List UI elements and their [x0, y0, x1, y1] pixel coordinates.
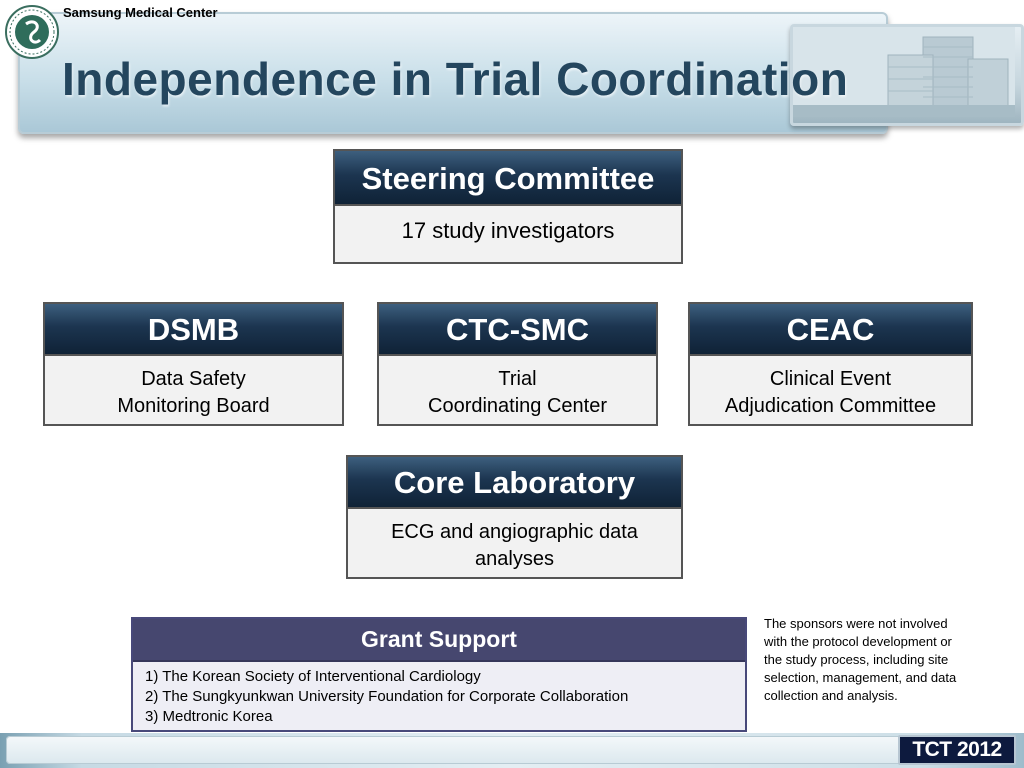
core-laboratory-body: ECG and angiographic data analyses	[348, 509, 681, 573]
dsmb-title: DSMB	[45, 304, 342, 356]
steering-committee-body: 17 study investigators	[335, 206, 681, 244]
grant-support-list: 1) The Korean Society of Interventional …	[133, 662, 745, 727]
title-banner	[18, 12, 888, 134]
core-laboratory-line-1: ECG and angiographic data	[391, 521, 638, 543]
dsmb-line-1: Data Safety	[141, 368, 246, 390]
ceac-line-1: Clinical Event	[769, 368, 892, 390]
ceac-box: CEAC Clinical Event Adjudication Committ…	[688, 302, 973, 426]
tct-badge: TCT 2012	[898, 735, 1016, 765]
grant-support-box: Grant Support 1) The Korean Society of I…	[131, 617, 747, 732]
core-laboratory-line-2: analyses	[475, 548, 554, 570]
hospital-building-photo	[790, 24, 1024, 126]
grant-support-item: 1) The Korean Society of Interventional …	[145, 668, 481, 685]
ctc-smc-title: CTC-SMC	[379, 304, 656, 356]
sponsor-note: The sponsors were not involved with the …	[764, 616, 957, 703]
ctc-smc-line-1: Trial	[498, 368, 537, 390]
dsmb-body: Data Safety Monitoring Board	[45, 356, 342, 420]
ctc-smc-box: CTC-SMC Trial Coordinating Center	[377, 302, 658, 426]
dsmb-box: DSMB Data Safety Monitoring Board	[43, 302, 344, 426]
steering-committee-title: Steering Committee	[335, 151, 681, 206]
steering-committee-box: Steering Committee 17 study investigator…	[333, 149, 683, 264]
ceac-line-2: Adjudication Committee	[724, 395, 937, 417]
organization-name: Samsung Medical Center	[63, 5, 218, 20]
core-laboratory-box: Core Laboratory ECG and angiographic dat…	[346, 455, 683, 579]
grant-support-item: 2) The Sungkyunkwan University Foundatio…	[145, 688, 629, 705]
page-title: Independence in Trial Coordination	[62, 53, 849, 105]
ctc-smc-line-2: Coordinating Center	[428, 395, 607, 417]
core-laboratory-title: Core Laboratory	[348, 457, 681, 509]
ctc-smc-body: Trial Coordinating Center	[379, 356, 656, 420]
grant-support-item: 3) Medtronic Korea	[145, 708, 273, 725]
dsmb-line-2: Monitoring Board	[117, 395, 270, 417]
steering-committee-description: 17 study investigators	[401, 218, 615, 243]
ceac-title: CEAC	[690, 304, 971, 356]
university-seal-logo	[4, 4, 60, 60]
footer-inner-panel	[6, 736, 1006, 764]
ceac-body: Clinical Event Adjudication Committee	[690, 356, 971, 420]
grant-support-title: Grant Support	[133, 619, 745, 662]
